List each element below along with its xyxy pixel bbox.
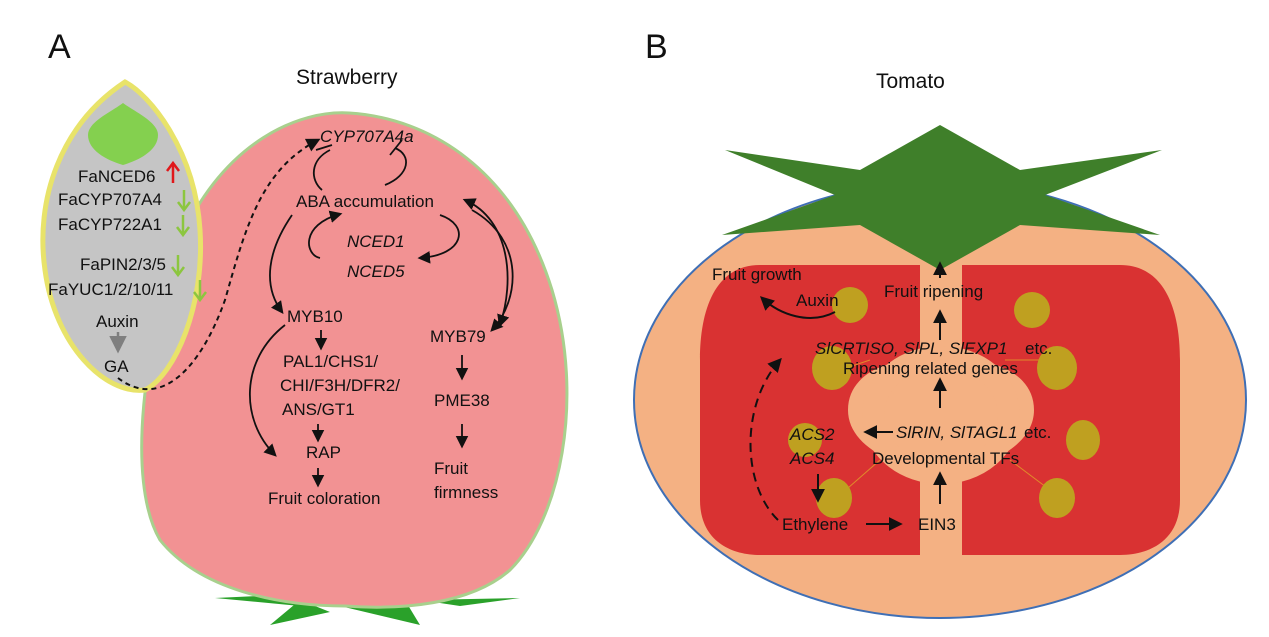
seed-labels: FaNCED6 FaCYP707A4 FaCYP722A1 FaPIN2/3/5… bbox=[48, 167, 173, 376]
label-cyp707a4a: CYP707A4a bbox=[320, 127, 414, 146]
label-genes-list: SlCRTISO, SlPL, SlEXP1 bbox=[815, 339, 1007, 358]
label-tomato-auxin: Auxin bbox=[796, 291, 839, 310]
strawberry-pathway-arrows bbox=[248, 139, 514, 488]
tomato-seed bbox=[1039, 478, 1075, 518]
label-fanced6: FaNCED6 bbox=[78, 167, 155, 186]
label-tf-list: SlRIN, SlTAGL1 bbox=[896, 423, 1018, 442]
label-nced1: NCED1 bbox=[347, 232, 405, 251]
tomato-seed bbox=[816, 478, 852, 518]
tomato-calyx bbox=[722, 125, 1162, 270]
label-seed-ga: GA bbox=[104, 357, 129, 376]
tomato-seeds bbox=[788, 287, 1100, 518]
tomato-locule-left bbox=[700, 265, 920, 555]
panel-b-title: Tomato bbox=[876, 70, 945, 93]
tomato-locule-right bbox=[962, 265, 1180, 555]
label-fruit-growth: Fruit growth bbox=[712, 265, 802, 284]
label-fayuc: FaYUC1/2/10/11 bbox=[48, 280, 173, 299]
tomato-seed bbox=[1037, 346, 1077, 390]
label-tf-etc: etc. bbox=[1024, 423, 1051, 442]
tomato-seed bbox=[832, 287, 868, 323]
label-nced5: NCED5 bbox=[347, 262, 405, 281]
seed-embryo bbox=[88, 103, 158, 165]
panel-b-letter: B bbox=[645, 28, 668, 66]
label-enzymes-1: PAL1/CHS1/ bbox=[283, 352, 378, 371]
tomato-seed bbox=[812, 346, 852, 390]
label-myb79: MYB79 bbox=[430, 327, 486, 346]
label-acs2: ACS2 bbox=[789, 425, 835, 444]
label-enzymes-3: ANS/GT1 bbox=[282, 400, 355, 419]
label-acs4: ACS4 bbox=[789, 449, 834, 468]
tomato-seed bbox=[1066, 420, 1100, 460]
label-pme38: PME38 bbox=[434, 391, 490, 410]
label-ein3: EIN3 bbox=[918, 515, 956, 534]
panel-a-title: Strawberry bbox=[296, 66, 398, 89]
label-facyp722a1: FaCYP722A1 bbox=[58, 215, 162, 234]
label-developmental-tfs: Developmental TFs bbox=[872, 449, 1019, 468]
label-myb10: MYB10 bbox=[287, 307, 343, 326]
label-fruit-coloration: Fruit coloration bbox=[268, 489, 380, 508]
expression-arrows bbox=[109, 160, 207, 354]
tomato-pathway-arrows bbox=[749, 261, 947, 531]
dashed-arrow-ga-to-cyp bbox=[117, 138, 321, 391]
label-fruit-firmness-2: firmness bbox=[434, 483, 498, 502]
label-fruit-ripening: Fruit ripening bbox=[884, 282, 983, 301]
label-enzymes-2: CHI/F3H/DFR2/ bbox=[280, 376, 400, 395]
label-facyp707a4: FaCYP707A4 bbox=[58, 190, 162, 209]
label-ethylene: Ethylene bbox=[782, 515, 848, 534]
tomato-seed bbox=[788, 423, 822, 457]
label-aba-accumulation: ABA accumulation bbox=[296, 192, 434, 211]
label-ripening-genes: Ripening related genes bbox=[843, 359, 1018, 378]
label-fapin: FaPIN2/3/5 bbox=[80, 255, 166, 274]
inhibition-arrow bbox=[313, 149, 331, 191]
label-seed-auxin: Auxin bbox=[96, 312, 139, 331]
label-genes-etc: etc. bbox=[1025, 339, 1052, 358]
panel-a-letter: A bbox=[48, 28, 71, 66]
label-rap: RAP bbox=[306, 443, 341, 462]
label-fruit-firmness-1: Fruit bbox=[434, 459, 468, 478]
tomato-seed bbox=[1014, 292, 1050, 328]
